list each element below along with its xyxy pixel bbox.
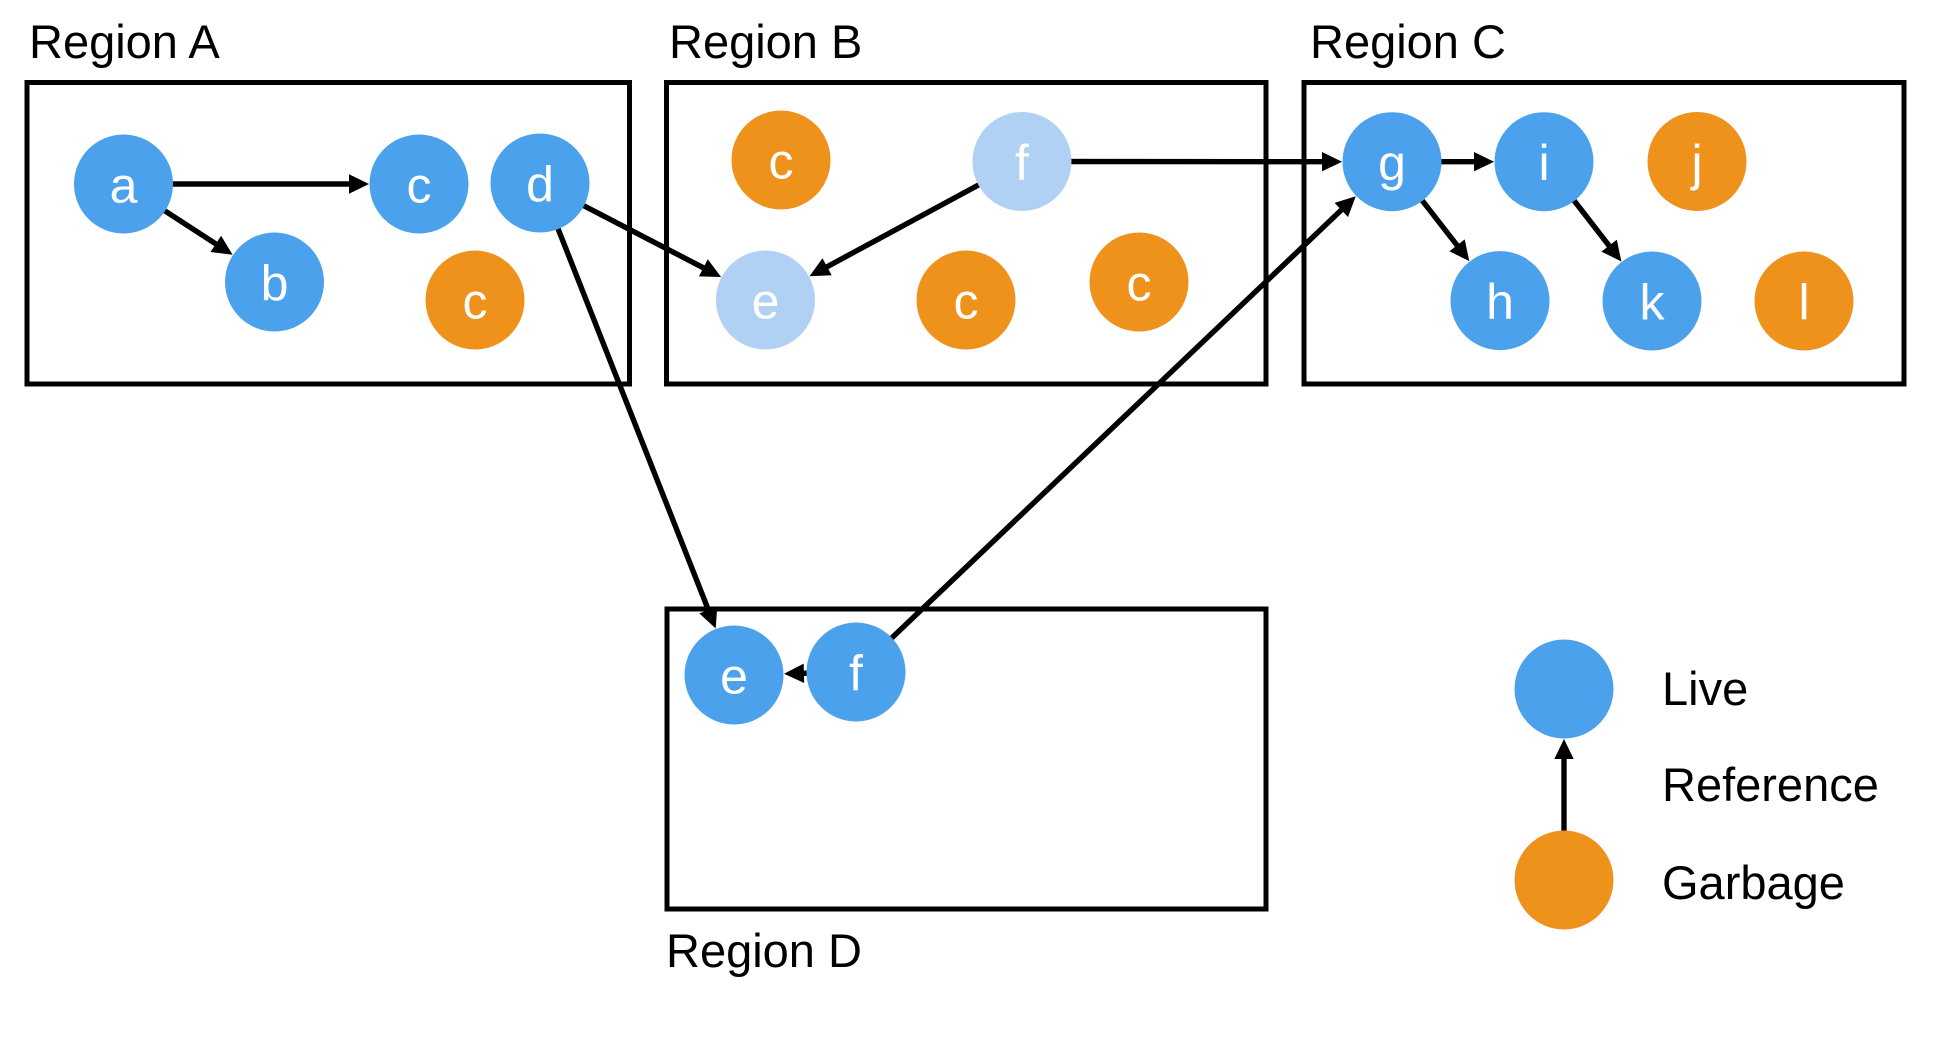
- svg-text:f: f: [849, 646, 863, 702]
- svg-text:k: k: [1640, 275, 1666, 331]
- svg-text:Region C: Region C: [1310, 15, 1506, 68]
- svg-text:e: e: [752, 274, 780, 330]
- svg-text:l: l: [1798, 275, 1809, 331]
- svg-text:a: a: [110, 158, 138, 214]
- svg-text:f: f: [1015, 135, 1029, 191]
- svg-text:c: c: [769, 134, 794, 190]
- svg-text:Region A: Region A: [29, 15, 220, 68]
- svg-text:e: e: [720, 649, 748, 705]
- svg-text:c: c: [1127, 256, 1152, 312]
- svg-text:b: b: [261, 256, 289, 312]
- svg-text:Garbage: Garbage: [1662, 856, 1845, 909]
- svg-text:Live: Live: [1662, 662, 1748, 715]
- svg-text:g: g: [1378, 135, 1406, 191]
- svg-text:c: c: [463, 274, 488, 330]
- svg-text:i: i: [1538, 135, 1549, 191]
- svg-text:j: j: [1689, 135, 1702, 191]
- svg-text:Region B: Region B: [669, 15, 862, 68]
- svg-text:c: c: [407, 158, 432, 214]
- svg-text:d: d: [526, 157, 554, 213]
- svg-text:Region D: Region D: [666, 924, 862, 977]
- svg-text:Reference: Reference: [1662, 758, 1879, 811]
- svg-text:h: h: [1486, 274, 1514, 330]
- svg-text:c: c: [954, 274, 979, 330]
